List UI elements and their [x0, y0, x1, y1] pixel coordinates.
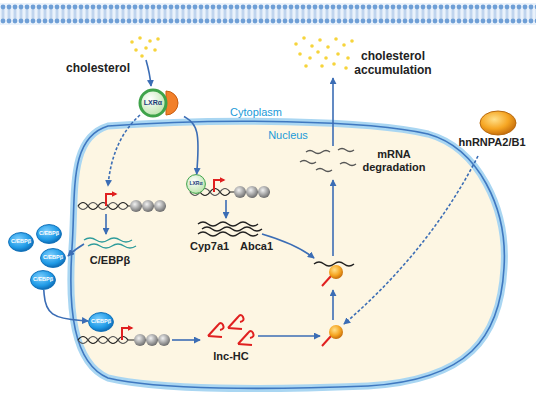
- annotation-label: Cyp7a1: [190, 240, 236, 253]
- cholesterol-dot: [310, 44, 314, 48]
- nucleus-envelope: [71, 121, 505, 388]
- cholesterol-dot: [294, 42, 298, 46]
- cholesterol-dot: [134, 48, 138, 52]
- uptake-arrow: [146, 60, 151, 86]
- cholesterol-dot: [332, 62, 336, 66]
- cholesterol-dot: [336, 52, 340, 56]
- annotation-label: cholesterol: [66, 62, 146, 76]
- cholesterol-dot: [302, 36, 306, 40]
- cholesterol-dot: [342, 43, 346, 47]
- cholesterol-dot: [344, 66, 348, 70]
- cholesterol-dots: [130, 36, 160, 58]
- cholesterol-dot: [318, 38, 322, 42]
- accumulated-cholesterol: [294, 36, 354, 70]
- nucleus-compartment: NucleusLXRαC/EBPβ: [68, 118, 508, 390]
- cholesterol-dot: [326, 45, 330, 49]
- cholesterol-dot: [148, 39, 152, 43]
- cholesterol-dot: [308, 56, 312, 60]
- node-text: C/EBPβ: [40, 255, 66, 261]
- receptor-complex: LXRα: [138, 88, 184, 118]
- rna-binding-protein: hnRNPA2/B1: [450, 108, 534, 152]
- cholesterol-dot: [153, 48, 157, 52]
- annotation-label: lnc-HC: [206, 350, 256, 363]
- protein-ellipse: [37, 225, 62, 244]
- cell-membrane: [0, 3, 536, 25]
- cholesterol-dot: [298, 52, 302, 56]
- cholesterol-dot: [140, 54, 144, 58]
- annotation-label: Abca1: [240, 240, 280, 253]
- node-text: Nucleus: [258, 130, 318, 142]
- node-text: LXRα: [138, 99, 168, 106]
- annotation-label: mRNA degradation: [360, 148, 428, 173]
- annotation-label: Cytoplasm: [216, 106, 296, 119]
- bound-receptor: LXRα: [186, 174, 206, 194]
- protein-ellipse: [9, 233, 34, 252]
- bound-protein: C/EBPβ: [88, 312, 114, 332]
- cholesterol-dot: [334, 37, 338, 41]
- protein-ellipse: [187, 175, 206, 194]
- cholesterol-dot: [130, 40, 134, 44]
- cholesterol-dot: [324, 56, 328, 60]
- cholesterol-dot: [138, 36, 142, 40]
- node-text: C/EBPβ: [30, 277, 56, 283]
- node-text: C/EBPβ: [88, 319, 114, 325]
- cholesterol-dot: [316, 50, 320, 54]
- annotation-label: C/EBPβ: [80, 254, 140, 267]
- cholesterol-dot: [304, 64, 308, 68]
- protein-ellipse: [89, 313, 114, 332]
- cell-membrane: [0, 3, 536, 25]
- node-text: LXRα: [186, 181, 206, 186]
- cholesterol-dot: [350, 39, 354, 43]
- protein-ellipse: [480, 111, 516, 135]
- protein-ellipse: [31, 271, 56, 290]
- node-text: C/EBPβ: [36, 231, 62, 237]
- protein-circle: C/EBPβ: [36, 224, 62, 244]
- nucleus-envelope: [71, 121, 505, 388]
- cholesterol-dot: [144, 46, 148, 50]
- node-text: hnRNPA2/B1: [450, 137, 534, 149]
- annotation-label: cholesterol accumulation: [350, 50, 436, 78]
- cholesterol-dot: [346, 56, 350, 60]
- nucleus-compartment-outline: [68, 118, 508, 390]
- protein-circle: C/EBPβ: [40, 248, 66, 268]
- protein-circle: C/EBPβ: [30, 270, 56, 290]
- cholesterol-dot: [156, 37, 160, 41]
- protein-circle: C/EBPβ: [8, 232, 34, 252]
- cholesterol-dot: [320, 64, 324, 68]
- protein-ellipse: [41, 249, 66, 268]
- node-text: C/EBPβ: [8, 239, 34, 245]
- partner-half: [166, 91, 178, 115]
